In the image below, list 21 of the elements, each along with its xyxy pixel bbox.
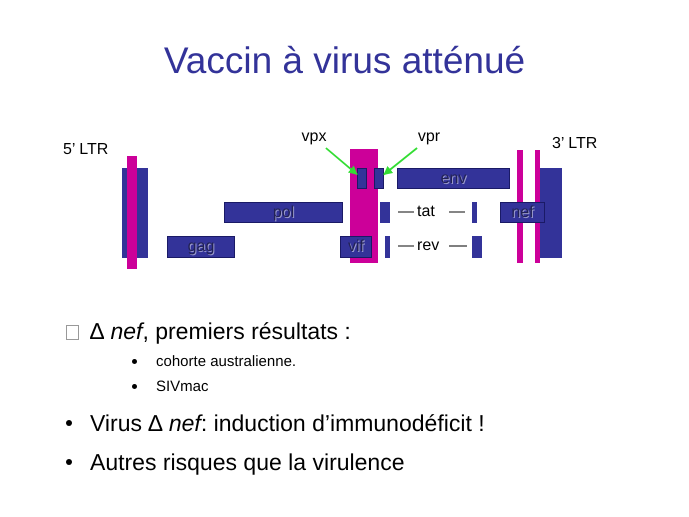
ltr-label: 5’ LTR	[63, 141, 108, 159]
bullet-text: ∆ nef, premiers résultats :	[90, 318, 351, 345]
gene-label: vpx	[297, 128, 331, 148]
gene-box: gag	[167, 236, 235, 258]
gene-label: tat	[417, 203, 435, 221]
gene-box: nef	[500, 202, 545, 223]
gene-box: pol	[224, 202, 343, 223]
gene-box	[357, 168, 367, 189]
leader-arrow	[383, 147, 418, 176]
bullet-text: Virus ∆ nef: induction d’immunodéficit !	[90, 410, 485, 437]
gene-box: env	[397, 168, 510, 189]
gene-box: vif	[340, 236, 372, 258]
bullet-text: Autres risques que la virulence	[90, 449, 404, 476]
slide-title: Vaccin à virus atténué	[162, 40, 526, 82]
leader-arrow	[325, 147, 358, 175]
gene-label: vpr	[412, 128, 446, 148]
bullet-text: SIVmac	[156, 378, 209, 395]
bullet-text: cohorte australienne.	[156, 353, 296, 370]
gene-box	[374, 168, 384, 189]
gene-label: rev	[417, 237, 440, 255]
ltr-label: 3’ LTR	[552, 135, 598, 153]
